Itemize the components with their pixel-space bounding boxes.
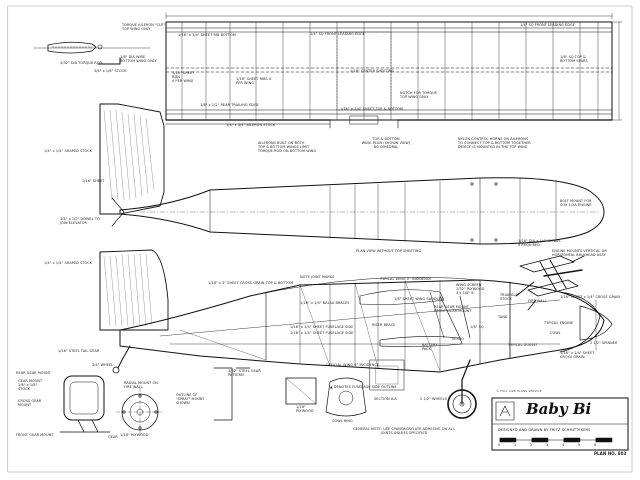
label-control-horns: NYLON CONTROL HORNS ON AILERONS TO CONNE… xyxy=(458,137,531,149)
label-torque-aileron: TORQUE AILERON "CUT" TOP WING ONLY xyxy=(122,23,166,31)
label-riser-brace: RISER BRACE xyxy=(372,323,396,327)
label-plywood-2: 1/16" PLYWOOD xyxy=(296,405,314,413)
fuselage-side-view xyxy=(99,249,613,419)
scale-0: 0 xyxy=(498,443,501,447)
label-outline-mount: OUTLINE OF "SPRAT" MOUNT SHOWN xyxy=(176,393,205,405)
label-wheels: 2 1/2" WHEELS xyxy=(420,397,447,401)
label-front-gear-mount: FRONT GEAR MOUNT xyxy=(16,433,54,437)
scale-6: 6 xyxy=(594,443,597,447)
label-wing-saddles: 1/8" SHEET WING SADDLES xyxy=(394,297,444,301)
wing-plan xyxy=(165,12,623,129)
scale-1: 1 xyxy=(514,443,517,447)
label-front-leading-edge: 1/4" SQ FRONT LEADING EDGE xyxy=(520,23,575,27)
label-gear-mount-stock: GEAR MOUNT 1/8" x 1/8" STOCK xyxy=(18,379,43,391)
label-radial-mount: RADIAL MOUNT ON FIRE WALL xyxy=(124,381,158,389)
label-servo: SERVO xyxy=(452,337,464,341)
label-section-aa: SECTION A-A xyxy=(374,397,397,401)
label-notch: NOTCH FOR TORQUE TOP WING ONLY xyxy=(400,91,438,99)
label-shaped-stock-top: 1/4" x 1/4" SHAPED STOCK xyxy=(44,149,93,153)
plan-number: PLAN NO. 803 xyxy=(594,451,627,456)
torque-rod-detail xyxy=(33,41,151,65)
label-wing-plan-view: TOP & BOTTOM WING PLAN (SHOWN VIEW) NO D… xyxy=(361,137,411,149)
label-spars: 1/8" SQ TOP & BOTTOM SPARS xyxy=(560,55,588,63)
label-square-stock: 1/8" SQ xyxy=(470,325,484,329)
scale-4: 4 xyxy=(562,443,565,447)
gear-detail xyxy=(59,359,405,437)
label-note-joint: NOTE JOINT MARKS xyxy=(300,275,335,279)
scale-3: 3 xyxy=(546,443,549,447)
label-sheet-cross: 1/16" x 1/4" SHEET CROSS GRAIN xyxy=(560,351,595,359)
label-steel-gear-pattern: 3/32" STEEL GEAR PATTERN xyxy=(228,369,261,377)
label-center-sheeting: 1/16" CENTER SHEETING xyxy=(350,69,395,73)
scale-2: 2 xyxy=(530,443,533,447)
label-ailerons-note: AILERONS BUILT ON BOTH TOP & BOTTOM WING… xyxy=(258,141,317,153)
label-wing-incidence: TYPICAL WING 0° INCIDENCE xyxy=(380,277,432,281)
label-wheel-small: 3/4" WHEEL xyxy=(92,363,114,367)
label-rear-gear-mount: REAR GEAR MOUNT xyxy=(16,371,51,375)
label-cross-gear-mount: CROSS GEAR MOUNT xyxy=(18,399,42,407)
label-front-leading-edge-center: 1/4" SQ FRONT LEADING EDGE xyxy=(310,32,365,36)
plan-title: Baby Bi xyxy=(526,400,592,418)
label-fuse-crossgrain: 1/16" x 3" SHEET CROSS GRAIN TOP & BOTTO… xyxy=(208,281,294,285)
label-gear-mounts: REAR GEAR MOUNT FRONT GEAR MOUNT xyxy=(434,305,472,313)
label-torque-rod: 3/32" DIA TORQUE ROD xyxy=(60,61,103,65)
label-stock-top: 3/4" x 1/8" STOCK xyxy=(94,69,127,73)
label-bolt-mount: BOLT MOUNT FOR COX 1/2A ENGINE xyxy=(560,199,592,207)
label-sheet-tail: 1/16" SHEET xyxy=(82,179,105,183)
label-general-note: GENERAL NOTE: USE CYANOACRYLATE ADHESIVE… xyxy=(353,427,455,435)
fuselage-plan-view xyxy=(99,103,605,245)
label-spinner: 2 1/2" SPINNER xyxy=(590,341,618,345)
label-denotes-outline: ▲ DENOTES FUSELAGE SIDE OUTLINE xyxy=(330,385,397,389)
label-crossgrain-front: 1/16" SHEET x 1/4" CROSS GRAIN xyxy=(560,295,621,299)
label-sheet-ribs-mid: 1/16" SHEET RIBS 4 PER WING xyxy=(236,77,272,85)
label-rib-cap: 1/16" x 1/4" SHEET TOP & BOTTOM xyxy=(340,107,403,111)
label-typical-gusset: TYPICAL GUSSET xyxy=(508,343,538,347)
title-block xyxy=(491,397,629,451)
scale-5: 5 xyxy=(578,443,581,447)
label-aileron-stock: 1/4" x 3/4" AILERON STOCK xyxy=(226,123,276,127)
plan-copyright: © FULL SIZE PLANS SERVICE xyxy=(496,389,542,393)
label-dowel-elevator: 1/4" x 1/2" DOWEL TO JOIN ELEVATOR xyxy=(60,217,100,225)
label-official-incidence: OFFICIAL WING 0° INCIDENCE xyxy=(326,363,380,367)
label-tail-gear: 1/16" STEEL TAIL GEAR xyxy=(58,349,100,353)
label-top-sheet-rib-bottom: 1/16" x 1/4" SHEET RIB BOTTOM xyxy=(178,33,236,37)
label-fuse-side-2: 1/16" x 1/4" SHEET FUSELAGE SIDE xyxy=(290,331,354,335)
label-fuse-side: 1/16" x 1/4" SHEET FUSELAGE SIDE xyxy=(290,325,354,329)
label-cowl-ring: COWL RING xyxy=(332,419,353,423)
label-rear-trailing-edge: 1/8" x 1/2" REAR TRAILING EDGE xyxy=(200,103,259,107)
label-typical-engine: TYPICAL ENGINE xyxy=(544,321,574,325)
plan-credit: DESIGNED AND DRAWN BY FRITZ SCHMITTEKERS xyxy=(498,428,591,432)
label-triangle-stock: TRIANGLE STOCK xyxy=(500,293,518,301)
label-dia-dowel: 1/16" DIA x 1/4" DOWEL 4 REQUIRED xyxy=(518,239,562,247)
label-gear: GEAR xyxy=(108,435,118,439)
label-engine-mounts: ENGINE MOUNTS VERTICAL OR HORIZONTAL BUL… xyxy=(552,249,607,257)
label-shaped-stock-side: 1/4" x 1/4" SHAPED STOCK xyxy=(44,261,93,265)
label-cowl: COWL xyxy=(550,331,561,335)
label-sheet-ribs-left: 1/16" SHEET RIBS 4 PER WING xyxy=(172,71,195,83)
label-plywood-1: 1/16" PLYWOOD xyxy=(120,433,149,437)
label-balsa-braces: 1/16" x 1/4" BALSA BRACES xyxy=(300,301,350,305)
label-fire-wall: FIRE WALL xyxy=(528,299,547,303)
label-plan-view: PLAN VIEW WITHOUT TOP SHEETING xyxy=(356,249,422,253)
label-battery-pack: BATTERY PACK xyxy=(422,343,438,351)
label-wing-screen: WING SCREEN 1/32" PLYWOOD 3 x 1/8" B xyxy=(456,283,485,295)
perspective-sketch xyxy=(515,255,585,311)
label-bottom-wing-only: 1/8" DIA WIRE BOTTOM WING ONLY xyxy=(120,55,157,63)
label-tank: TANK xyxy=(498,315,508,319)
